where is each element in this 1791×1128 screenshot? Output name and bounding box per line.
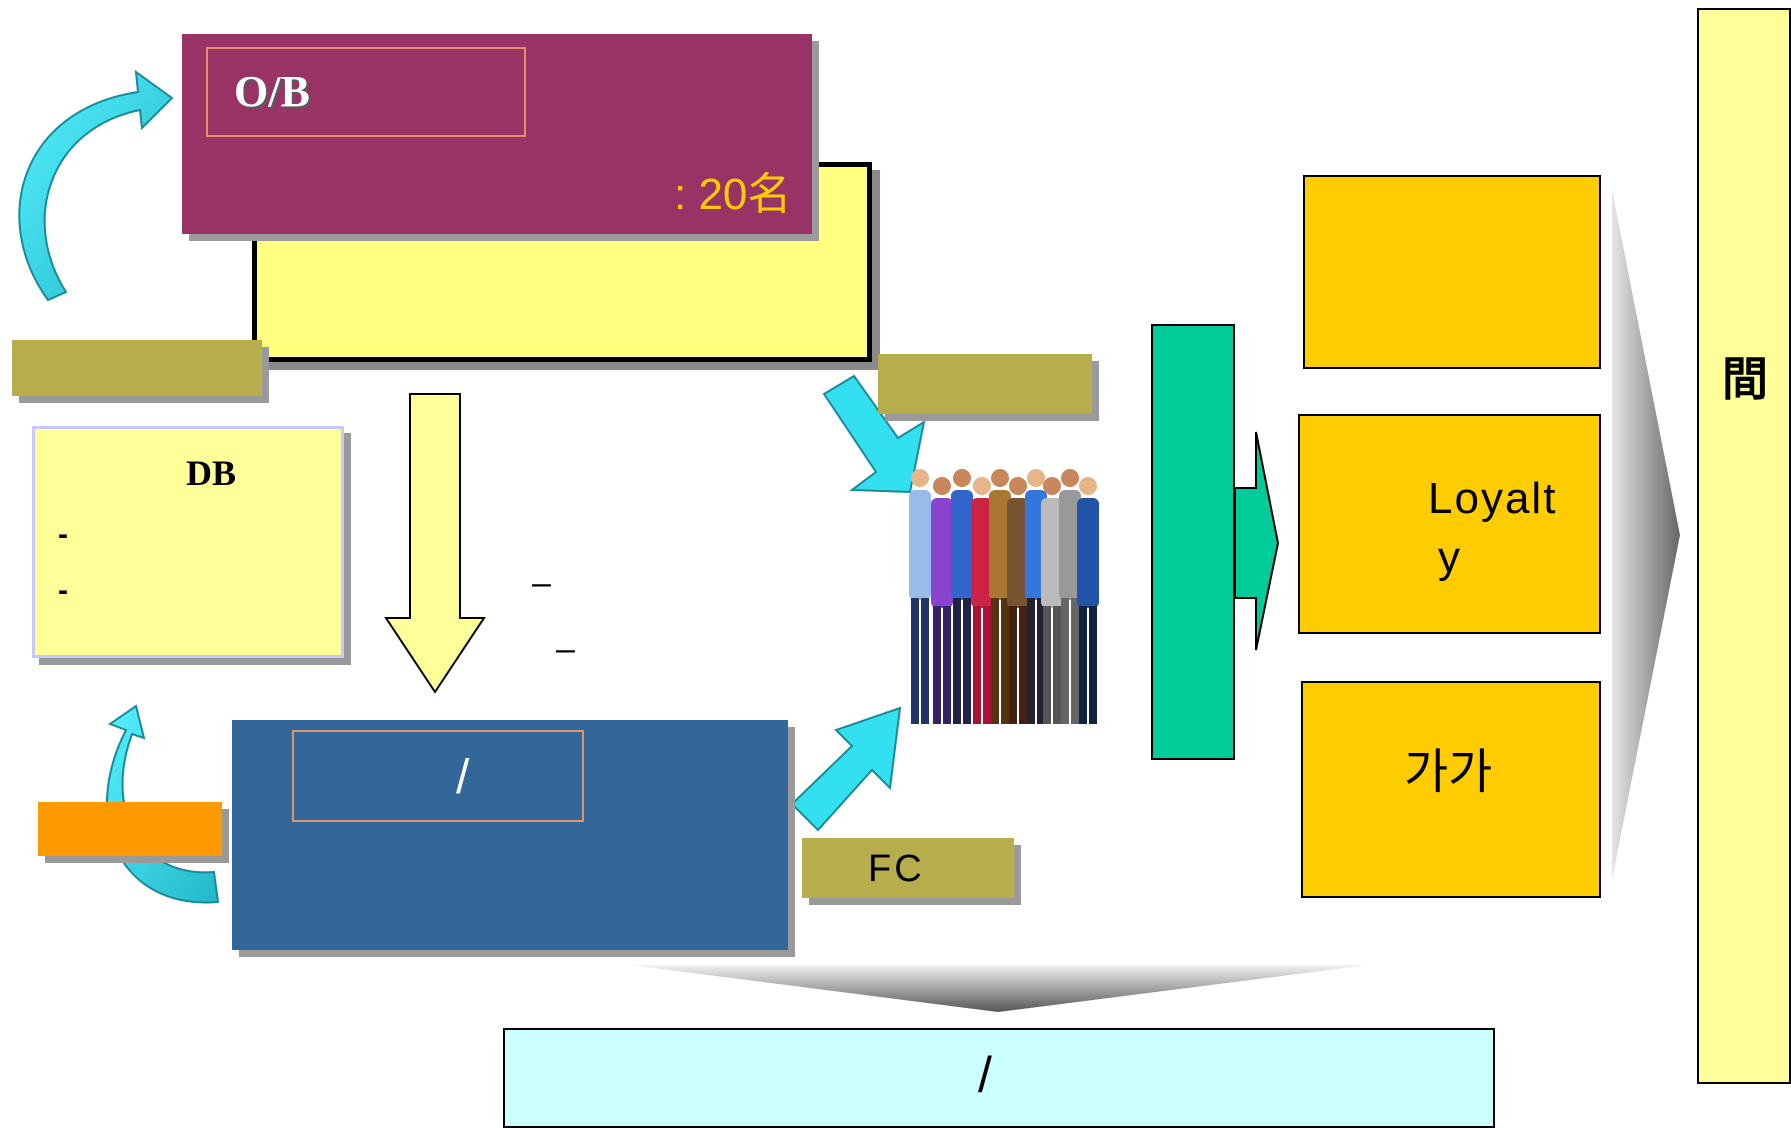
diagonal-arrow-down-icon bbox=[822, 374, 926, 494]
person-leg bbox=[991, 598, 999, 724]
loyalty-label-line1: Loyalt bbox=[1428, 474, 1558, 523]
gray-bottom-chevron-icon bbox=[630, 965, 1368, 1012]
person-head bbox=[1027, 469, 1045, 487]
person-head bbox=[1061, 469, 1079, 487]
ob-count: : 20名 bbox=[674, 170, 792, 219]
person-leg bbox=[1079, 606, 1087, 724]
result-column-box bbox=[1697, 8, 1791, 1084]
fc-label: FC bbox=[802, 838, 1014, 898]
person-head bbox=[1009, 477, 1027, 495]
dash-mark: – bbox=[556, 630, 575, 668]
person-body bbox=[971, 498, 993, 608]
ob-title: O/B bbox=[234, 67, 310, 116]
db-list-item: - bbox=[58, 574, 68, 607]
person-head bbox=[933, 477, 951, 495]
person-leg bbox=[911, 598, 919, 724]
person-leg bbox=[1009, 606, 1017, 724]
person-leg bbox=[1027, 598, 1035, 724]
person-leg bbox=[1071, 598, 1079, 724]
person-body bbox=[931, 498, 953, 608]
person-body bbox=[951, 490, 973, 600]
person-leg bbox=[1061, 598, 1069, 724]
person-leg bbox=[1019, 606, 1027, 724]
blue-box bbox=[232, 720, 788, 950]
person-leg bbox=[1053, 606, 1061, 724]
gold-box-loyalty bbox=[1298, 414, 1601, 634]
person-leg bbox=[1043, 606, 1051, 724]
person-leg bbox=[983, 606, 991, 724]
bottom-summary-label: / bbox=[978, 1047, 992, 1103]
person-leg bbox=[1037, 598, 1045, 724]
bottom-summary-box bbox=[503, 1028, 1495, 1128]
orange-label-bar bbox=[38, 802, 222, 856]
blue-title-frame bbox=[292, 730, 584, 822]
person-leg bbox=[933, 606, 941, 724]
db-box bbox=[32, 426, 344, 658]
person-head bbox=[991, 469, 1009, 487]
person-leg bbox=[973, 606, 981, 724]
person-body bbox=[1041, 498, 1063, 608]
gold-box-top bbox=[1303, 175, 1601, 369]
person-body bbox=[989, 490, 1011, 600]
result-column-label: 間 bbox=[1722, 353, 1768, 405]
gold-box-bottom-label: 가가 bbox=[1404, 746, 1493, 799]
gray-chevron-icon bbox=[1612, 190, 1680, 880]
blue-box-label: / bbox=[456, 751, 470, 804]
person-leg bbox=[1089, 606, 1097, 724]
person-head bbox=[1079, 477, 1097, 495]
teal-bar bbox=[1151, 324, 1235, 760]
person-body bbox=[1007, 498, 1029, 608]
person-leg bbox=[921, 598, 929, 724]
db-list-item: - bbox=[58, 518, 68, 551]
person-head bbox=[1043, 477, 1061, 495]
dash-mark: – bbox=[532, 564, 551, 602]
person-body bbox=[909, 490, 931, 600]
person-leg bbox=[963, 598, 971, 724]
gold-box-bottom bbox=[1301, 681, 1601, 898]
person-head bbox=[973, 477, 991, 495]
person-leg bbox=[943, 606, 951, 724]
olive-label-right bbox=[878, 354, 1092, 414]
loyalty-label-line2: y bbox=[1438, 533, 1460, 582]
person-head bbox=[953, 469, 971, 487]
down-arrow-icon bbox=[384, 393, 486, 694]
right-arrow-icon bbox=[1234, 431, 1280, 651]
person-body bbox=[1077, 498, 1099, 608]
person-leg bbox=[1001, 598, 1009, 724]
ob-title-frame bbox=[206, 47, 526, 137]
olive-label-left bbox=[12, 340, 262, 396]
person-leg bbox=[953, 598, 961, 724]
person-head bbox=[911, 469, 929, 487]
curved-arrow-top-icon bbox=[18, 69, 174, 302]
people-group-icon bbox=[909, 469, 1099, 724]
db-title: DB bbox=[186, 453, 237, 493]
diagonal-arrow-up-icon bbox=[790, 706, 902, 832]
ob-box bbox=[182, 34, 812, 234]
person-body bbox=[1059, 490, 1081, 600]
